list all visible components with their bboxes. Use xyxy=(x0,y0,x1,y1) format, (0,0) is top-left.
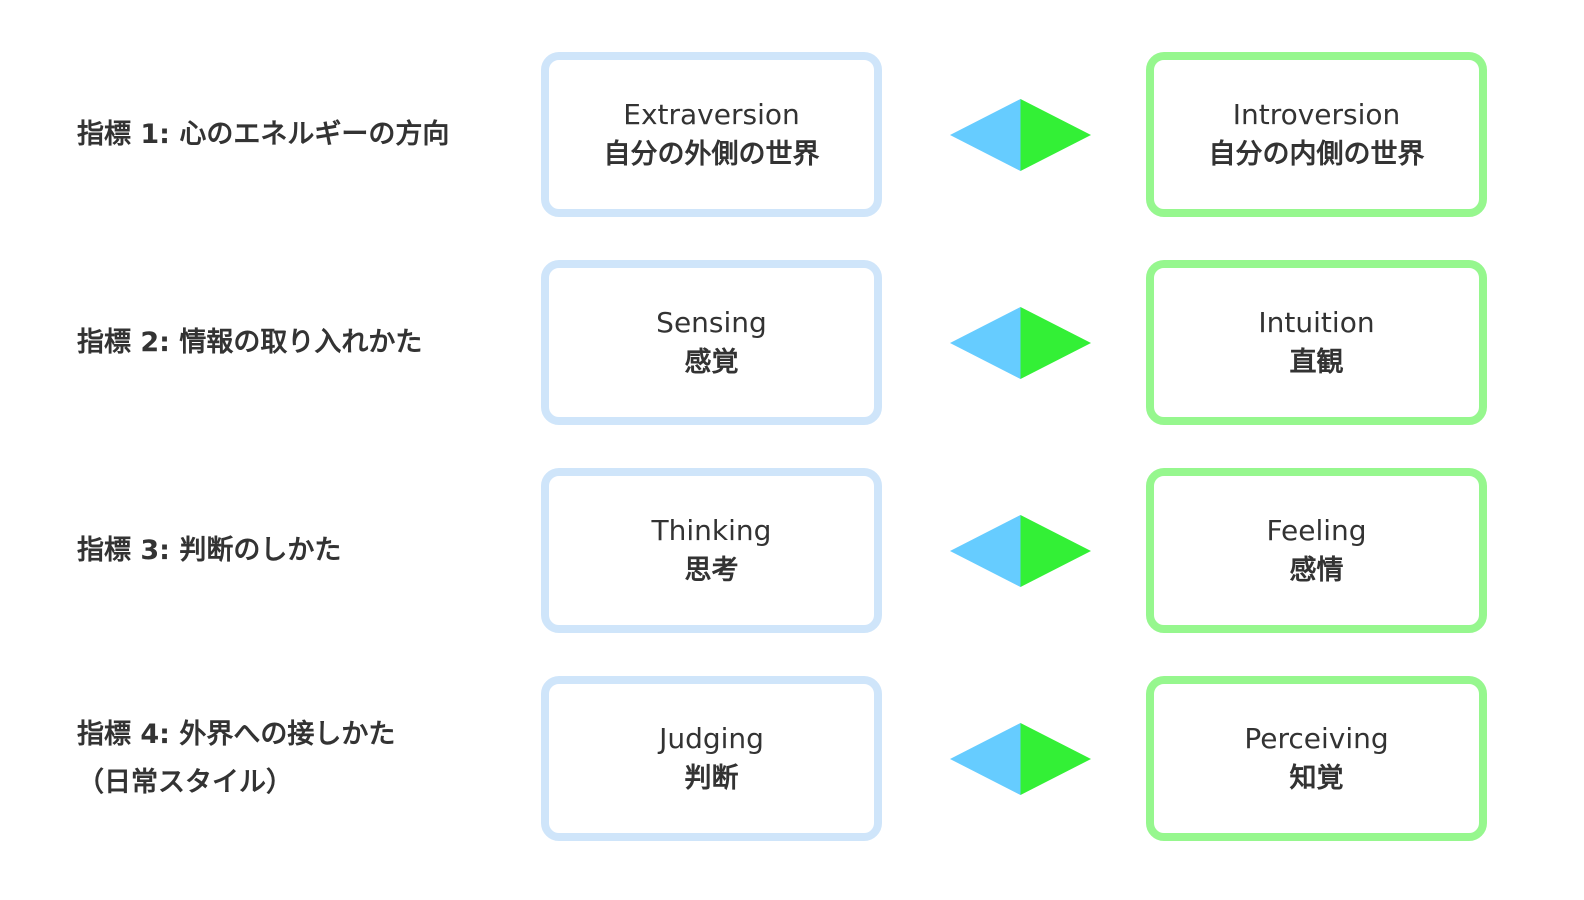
arrow-left-half xyxy=(950,723,1021,795)
indicator-label-4-subtext: （日常スタイル） xyxy=(77,766,293,798)
arrow-right-half xyxy=(1020,307,1091,379)
indicator-row-2: 指標 2: 情報の取り入れかた Sensing 感覚 Intuition 直観 xyxy=(0,260,1584,425)
intuition-en: Intuition xyxy=(1258,305,1375,339)
indicator-row-3: 指標 3: 判断のしかた Thinking 思考 Feeling 感情 xyxy=(0,468,1584,633)
indicator-label-2: 指標 2: 情報の取り入れかた xyxy=(77,260,527,425)
indicator-label-1-text: 指標 1: 心のエネルギーの方向 xyxy=(77,118,450,150)
double-arrow-icon xyxy=(950,723,1091,795)
intuition-ja: 直観 xyxy=(1289,346,1344,378)
introversion-box: Introversion 自分の内側の世界 xyxy=(1146,52,1487,217)
introversion-ja: 自分の内側の世界 xyxy=(1208,138,1425,170)
arrow-left-half xyxy=(950,515,1021,587)
perceiving-ja: 知覚 xyxy=(1289,762,1344,794)
arrow-left-half xyxy=(950,307,1021,379)
sensing-box: Sensing 感覚 xyxy=(541,260,882,425)
thinking-ja: 思考 xyxy=(684,554,739,586)
indicator-row-4: 指標 4: 外界への接しかた （日常スタイル） Judging 判断 Perce… xyxy=(0,676,1584,841)
indicator-row-1: 指標 1: 心のエネルギーの方向 Extraversion 自分の外側の世界 I… xyxy=(0,52,1584,217)
indicator-label-2-text: 指標 2: 情報の取り入れかた xyxy=(77,326,423,358)
arrow-right-half xyxy=(1020,515,1091,587)
extraversion-ja: 自分の外側の世界 xyxy=(603,138,820,170)
double-arrow-icon xyxy=(950,307,1091,379)
judging-ja: 判断 xyxy=(684,762,739,794)
feeling-en: Feeling xyxy=(1266,513,1367,547)
indicator-label-3-text: 指標 3: 判断のしかた xyxy=(77,534,342,566)
sensing-en: Sensing xyxy=(656,305,767,339)
sensing-ja: 感覚 xyxy=(684,346,739,378)
double-arrow-icon xyxy=(950,99,1091,171)
arrow-right-half xyxy=(1020,723,1091,795)
judging-box: Judging 判断 xyxy=(541,676,882,841)
extraversion-en: Extraversion xyxy=(623,97,800,131)
indicator-label-1: 指標 1: 心のエネルギーの方向 xyxy=(77,52,527,217)
arrow-left-half xyxy=(950,99,1021,171)
judging-en: Judging xyxy=(659,721,764,755)
thinking-box: Thinking 思考 xyxy=(541,468,882,633)
arrow-right-half xyxy=(1020,99,1091,171)
perceiving-box: Perceiving 知覚 xyxy=(1146,676,1487,841)
feeling-box: Feeling 感情 xyxy=(1146,468,1487,633)
extraversion-box: Extraversion 自分の外側の世界 xyxy=(541,52,882,217)
intuition-box: Intuition 直観 xyxy=(1146,260,1487,425)
double-arrow-icon xyxy=(950,515,1091,587)
introversion-en: Introversion xyxy=(1232,97,1401,131)
indicator-label-4: 指標 4: 外界への接しかた （日常スタイル） xyxy=(77,676,527,841)
feeling-ja: 感情 xyxy=(1289,554,1344,586)
thinking-en: Thinking xyxy=(651,513,772,547)
indicator-label-3: 指標 3: 判断のしかた xyxy=(77,468,527,633)
indicator-label-4-text: 指標 4: 外界への接しかた xyxy=(77,718,396,750)
perceiving-en: Perceiving xyxy=(1244,721,1389,755)
